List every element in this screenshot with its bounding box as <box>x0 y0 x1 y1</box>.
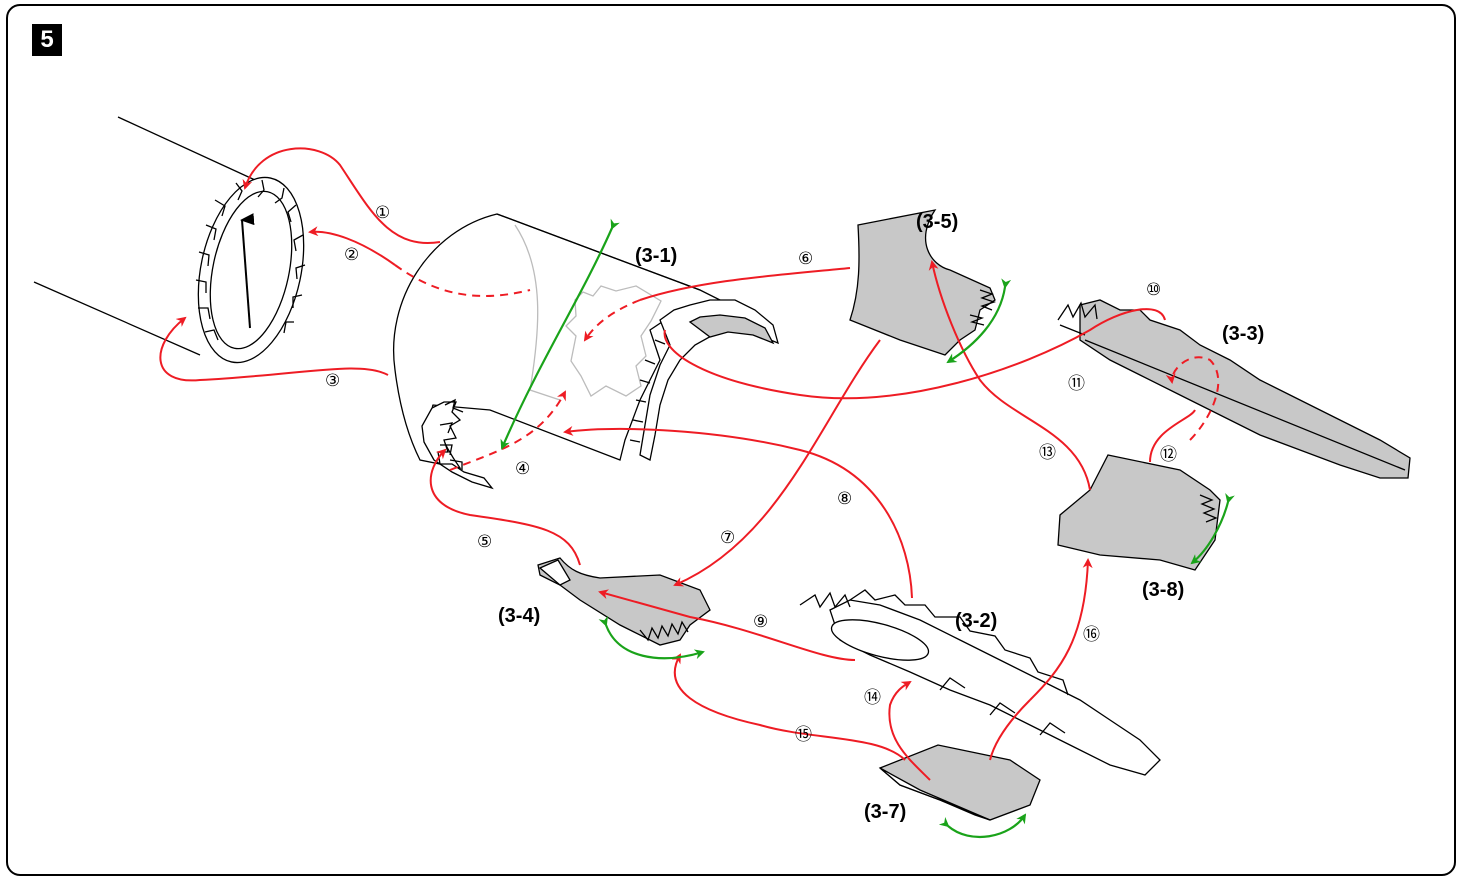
step-12: ⑫ <box>1160 445 1177 465</box>
step-8: ⑧ <box>837 489 852 509</box>
step-10: ⑩ <box>1146 280 1161 300</box>
diagram-frame <box>6 4 1456 876</box>
step-2: ② <box>344 245 359 265</box>
step-number-badge: 5 <box>32 24 62 56</box>
label-part-3-8: (3-8) <box>1142 579 1184 601</box>
label-part-3-3: (3-3) <box>1222 323 1264 345</box>
step-4: ④ <box>515 459 530 479</box>
part-3-8-shape <box>1057 454 1221 571</box>
rotation-arrows <box>500 218 1235 839</box>
label-part-3-4: (3-4) <box>498 605 540 627</box>
step-6: ⑥ <box>798 249 813 269</box>
label-part-3-1: (3-1) <box>635 245 677 267</box>
part-3-3-shape <box>1079 299 1411 479</box>
step-3: ③ <box>325 371 340 391</box>
step-14: ⑭ <box>864 688 881 708</box>
step-1: ① <box>375 203 390 223</box>
step-9: ⑨ <box>753 612 768 632</box>
step-7: ⑦ <box>720 528 735 548</box>
assembly-arrows <box>159 147 1220 781</box>
label-part-3-7: (3-7) <box>864 801 906 823</box>
fuselage-tube <box>33 116 306 364</box>
step-11: ⑪ <box>1068 374 1085 394</box>
step-13: ⑬ <box>1039 443 1056 463</box>
step-5: ⑤ <box>477 532 492 552</box>
label-part-3-2: (3-2) <box>955 610 997 632</box>
part-3-1-body <box>393 213 779 490</box>
label-part-3-5: (3-5) <box>916 211 958 233</box>
step-16: ⑯ <box>1083 625 1100 645</box>
step-15: ⑮ <box>795 725 812 745</box>
